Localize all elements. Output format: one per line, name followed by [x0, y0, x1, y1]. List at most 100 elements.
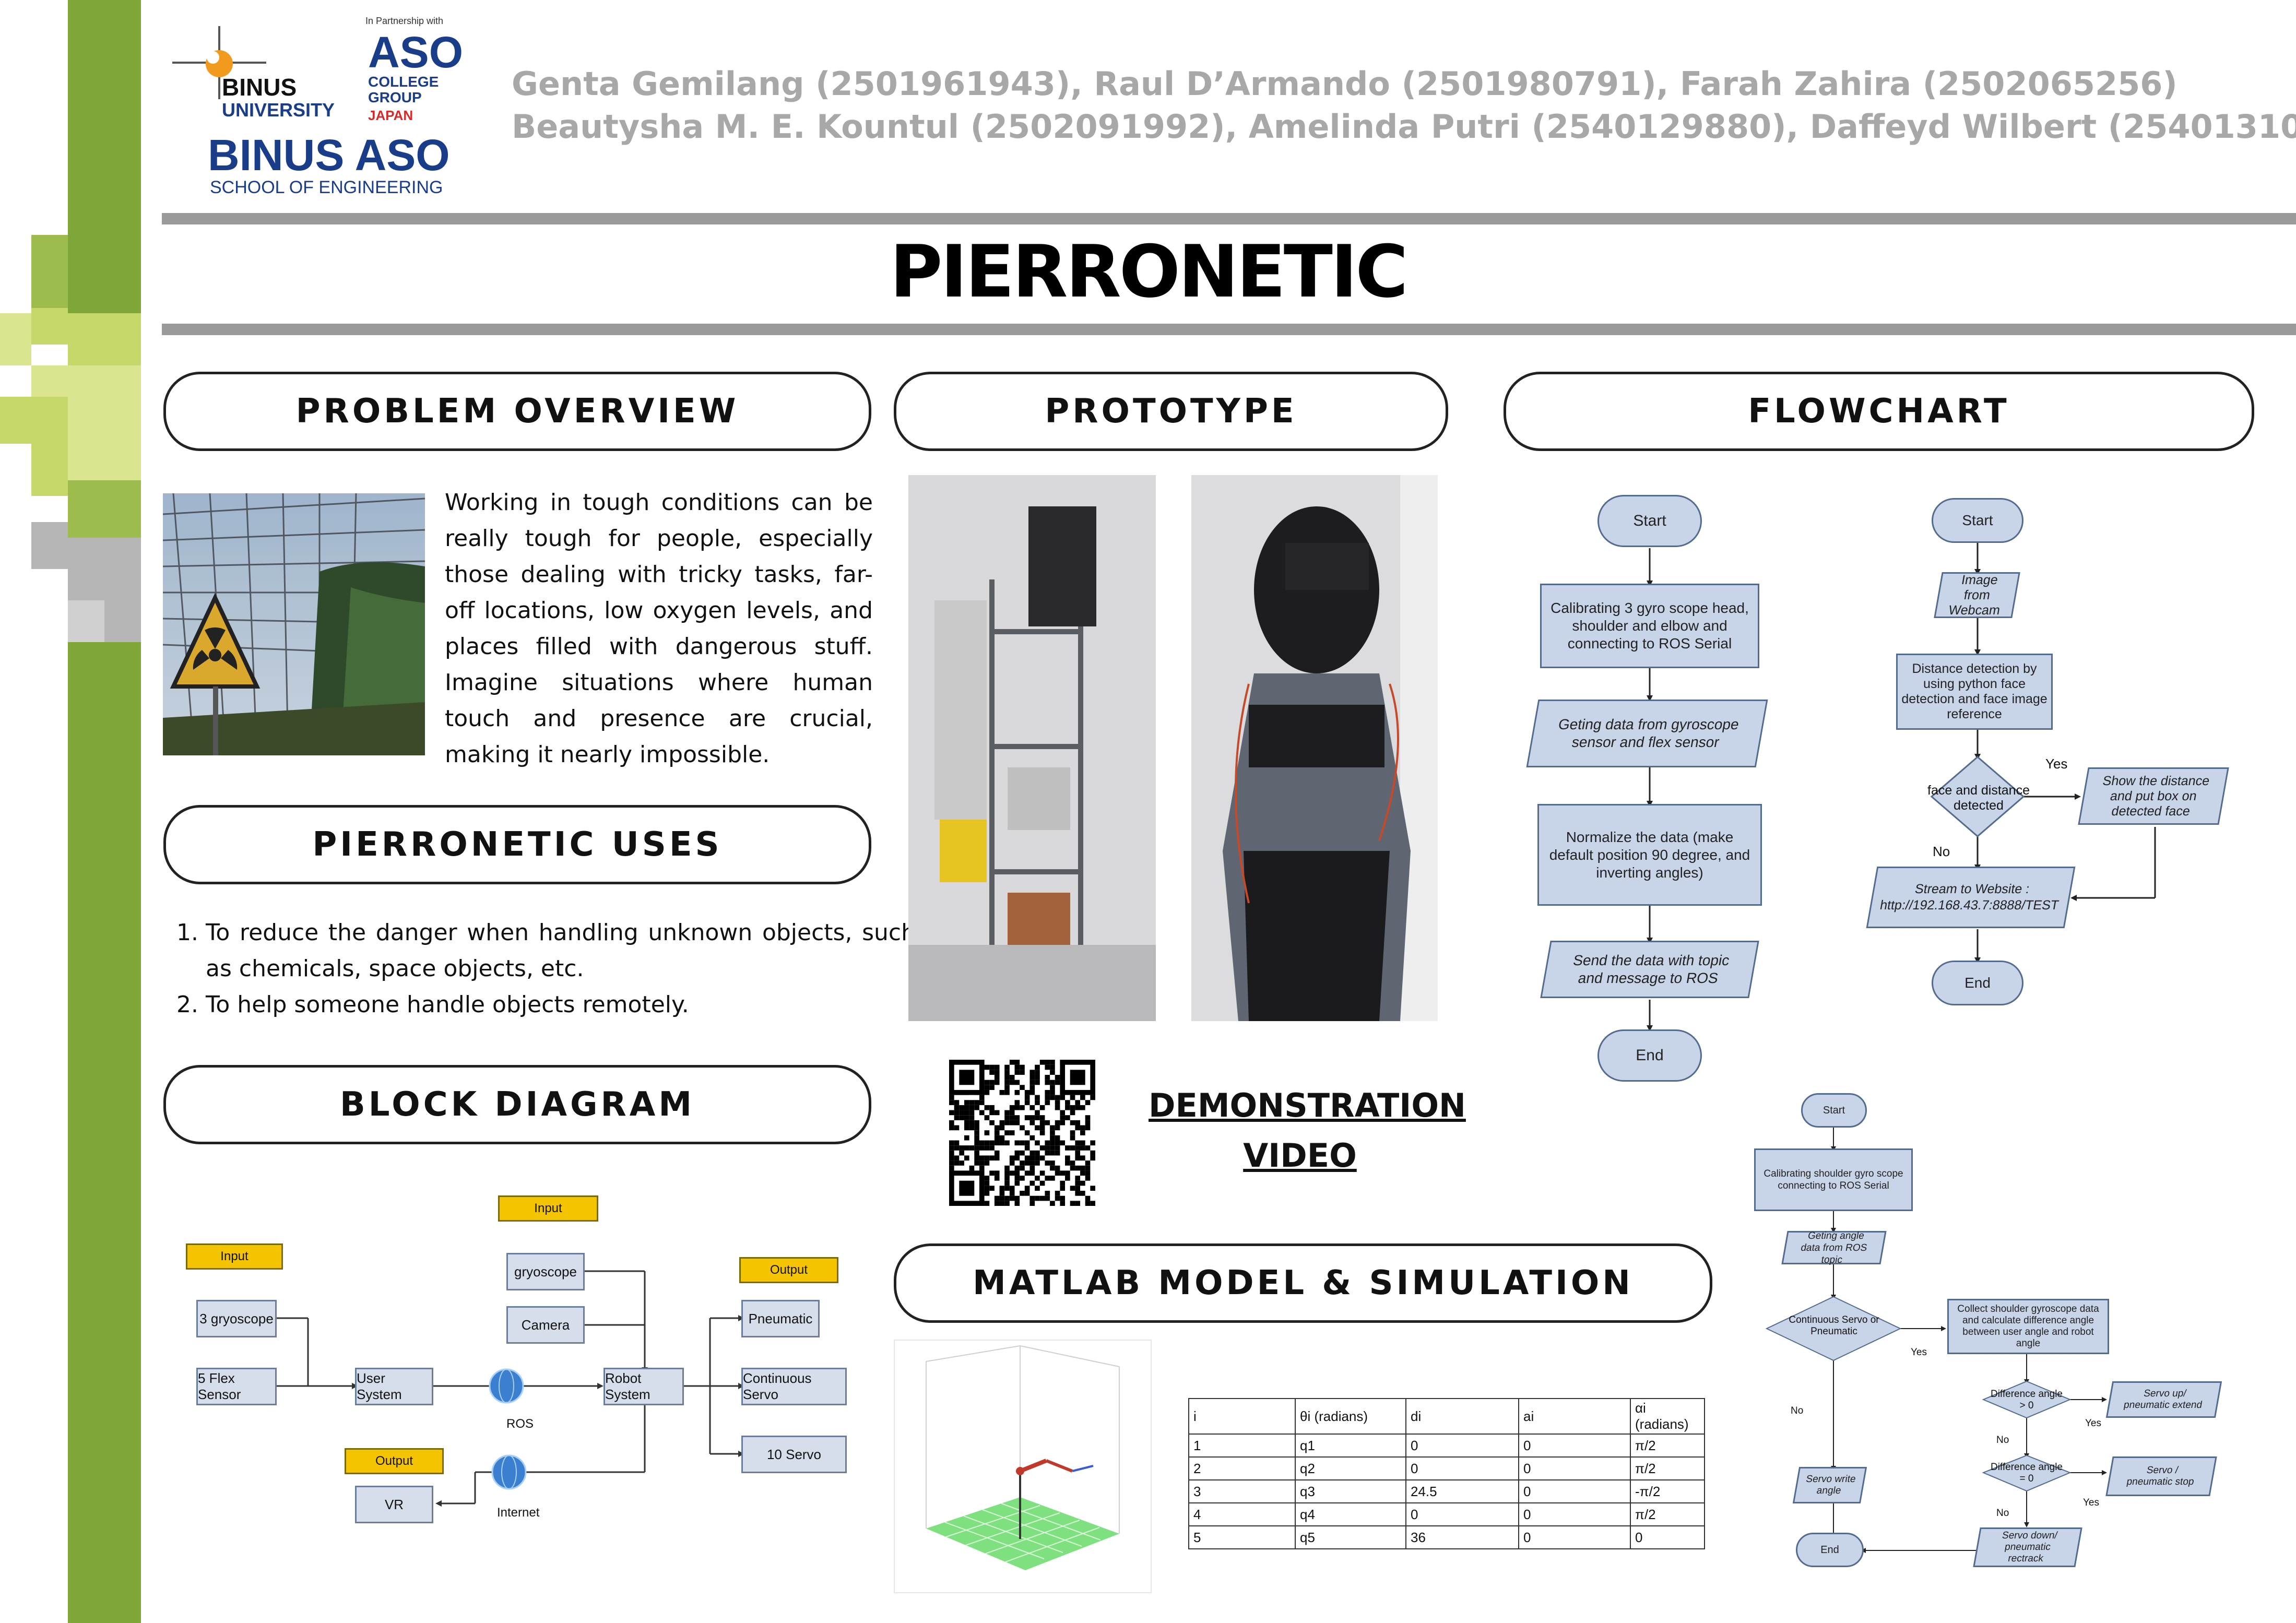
flow3-end: End: [1796, 1533, 1864, 1567]
block-diagram-connectors: [277, 1270, 744, 1507]
binus-logo: BINUS UNIVERSITY: [167, 21, 355, 136]
matlab-simulation-plot: [894, 1340, 1152, 1593]
flow3-start: Start: [1801, 1093, 1867, 1128]
table-cell: 0: [1518, 1502, 1631, 1526]
table-cell: 36: [1405, 1525, 1519, 1549]
authors-line-1: Genta Gemilang (2501961943), Raul D’Arma…: [512, 65, 2177, 103]
block-output-tag-2: Output: [345, 1448, 444, 1474]
block-camera: Camera: [506, 1306, 585, 1344]
flow3-decision-gt-label: Difference angle > 0: [1990, 1389, 2063, 1411]
block-continuous-servo: Continuous Servo: [741, 1368, 847, 1405]
flow2-decision-label: face and distance detected: [1927, 783, 2030, 813]
flow3-no-label-2: No: [1996, 1435, 2009, 1446]
flow3-no-label-1: No: [1791, 1405, 1804, 1416]
aso-japan-text: JAPAN: [368, 108, 413, 123]
block-diagram-header: BLOCK DIAGRAM: [163, 1065, 871, 1144]
school-of-engineering-text: SCHOOL OF ENGINEERING: [210, 177, 443, 197]
block-pneumatic: Pneumatic: [741, 1300, 820, 1337]
authors-line-2: Beautysha M. E. Kountul (2502091992), Am…: [512, 108, 2296, 146]
table-cell: 0: [1405, 1456, 1519, 1480]
block-input-tag-1: Input: [186, 1243, 283, 1270]
binus-university-text: UNIVERSITY: [222, 99, 335, 121]
flow3-decision-eq-label: Difference angle = 0: [1990, 1462, 2063, 1484]
table-cell: 0: [1518, 1525, 1631, 1549]
block-vr: VR: [355, 1486, 433, 1523]
flow1-step-getdata: Geting data from gyroscope sensor and fl…: [1526, 700, 1768, 767]
block-flex-sensor: 5 Flex Sensor: [196, 1368, 277, 1405]
table-cell: π/2: [1630, 1502, 1705, 1526]
table-cell: q3: [1295, 1479, 1406, 1503]
table-cell: 1: [1188, 1434, 1296, 1458]
problem-overview-header: PROBLEM OVERVIEW: [163, 372, 871, 451]
table-cell: 0: [1518, 1456, 1631, 1480]
flow2-end: End: [1932, 961, 2023, 1005]
table-cell: -π/2: [1630, 1479, 1705, 1503]
block-internet-label: Internet: [497, 1506, 540, 1520]
decorative-strip: [0, 0, 141, 1623]
flow2-start: Start: [1932, 498, 2023, 543]
table-cell: 0: [1630, 1525, 1705, 1549]
flowchart-2-connectors: [1930, 543, 2156, 964]
block-input-tag-2: Input: [498, 1195, 598, 1222]
table-cell: 0: [1518, 1479, 1631, 1503]
aso-college-text: COLLEGE: [368, 74, 439, 90]
demo-line-2: VIDEO: [1243, 1136, 1357, 1175]
binus-aso-wordmark: BINUS ASO: [208, 131, 450, 180]
table-header-row: i θi (radians) di ai αi (radians): [1188, 1398, 1705, 1435]
table-cell: q1: [1295, 1434, 1406, 1458]
authors: Genta Gemilang (2501961943), Raul D’Arma…: [512, 63, 2296, 148]
table-row: 1 q1 0 0 π/2: [1188, 1434, 1705, 1458]
uses-item-2: To help someone handle objects remotely.: [206, 987, 916, 1023]
flow1-step-calibrate: Calibrating 3 gyro scope head, shoulder …: [1540, 584, 1759, 668]
prototype-robot-photo: [908, 475, 1156, 1021]
table-header: ai: [1518, 1398, 1631, 1435]
aso-group-text: GROUP: [368, 89, 422, 105]
table-cell: π/2: [1630, 1434, 1705, 1458]
table-cell: q5: [1295, 1525, 1406, 1549]
flow1-step-send: Send the data with topic and message to …: [1540, 941, 1759, 998]
title-rule: [162, 324, 2296, 335]
flow3-step-collect: Collect shoulder gyroscope data and calc…: [1947, 1299, 2109, 1354]
table-header: αi (radians): [1630, 1398, 1705, 1435]
flow3-yes-label-2: Yes: [2085, 1418, 2101, 1429]
table-cell: 0: [1405, 1434, 1519, 1458]
binus-wordmark: BINUS: [222, 74, 297, 101]
table-cell: 0: [1518, 1434, 1631, 1458]
flow1-step-normalize: Normalize the data (make default positio…: [1537, 804, 1762, 906]
matlab-header: MATLAB MODEL & SIMULATION: [894, 1243, 1712, 1323]
table-header: θi (radians): [1295, 1398, 1406, 1435]
table-row: 4 q4 0 0 π/2: [1188, 1502, 1705, 1526]
top-rule: [162, 213, 2296, 224]
table-cell: q2: [1295, 1456, 1406, 1480]
table-cell: 4: [1188, 1502, 1296, 1526]
problem-text: Working in tough conditions can be reall…: [445, 489, 873, 768]
flow3-step-getangle: Geting angle data from ROS topic: [1781, 1230, 1887, 1265]
flow2-step-show: Show the distance and put box on detecte…: [2078, 767, 2229, 825]
uses-header: PIERRONETIC USES: [163, 805, 871, 884]
flow3-step-servo-up: Servo up/ pneumatic extend: [2105, 1381, 2222, 1418]
demonstration-video-link[interactable]: DEMONSTRATION VIDEO: [1149, 1081, 1466, 1181]
flow3-yes-label-1: Yes: [1911, 1347, 1927, 1358]
dh-parameter-table: i θi (radians) di ai αi (radians) 1 q1 0…: [1188, 1398, 1705, 1549]
prototype-header: PROTOTYPE: [894, 372, 1448, 451]
flow2-step-distance: Distance detection by using python face …: [1896, 654, 2053, 730]
table-row: 5 q5 36 0 0: [1188, 1525, 1705, 1549]
uses-list: To reduce the danger when handling unkno…: [163, 915, 916, 1023]
qr-code[interactable]: [949, 1060, 1095, 1206]
demo-line-1: DEMONSTRATION: [1149, 1086, 1466, 1124]
flow3-no-label-3: No: [1996, 1508, 2009, 1519]
flow1-start: Start: [1597, 495, 1702, 547]
uses-item-1: To reduce the danger when handling unkno…: [206, 915, 916, 987]
block-10-servo: 10 Servo: [741, 1436, 847, 1473]
table-cell: 3: [1188, 1479, 1296, 1503]
table-cell: 2: [1188, 1456, 1296, 1480]
flow2-step-stream: Stream to Website : http://192.168.43.7:…: [1866, 867, 2076, 928]
flow1-end: End: [1597, 1029, 1702, 1082]
table-cell: 24.5: [1405, 1479, 1519, 1503]
block-gyroscope: gryoscope: [506, 1253, 585, 1290]
table-row: 3 q3 24.5 0 -π/2: [1188, 1479, 1705, 1503]
flowchart-header: FLOWCHART: [1504, 372, 2254, 451]
table-cell: q4: [1295, 1502, 1406, 1526]
flow3-step-servo-down: Servo down/ pneumatic rectrack: [1973, 1527, 2082, 1567]
flow3-step-servo-write: Servo write angle: [1792, 1467, 1867, 1503]
